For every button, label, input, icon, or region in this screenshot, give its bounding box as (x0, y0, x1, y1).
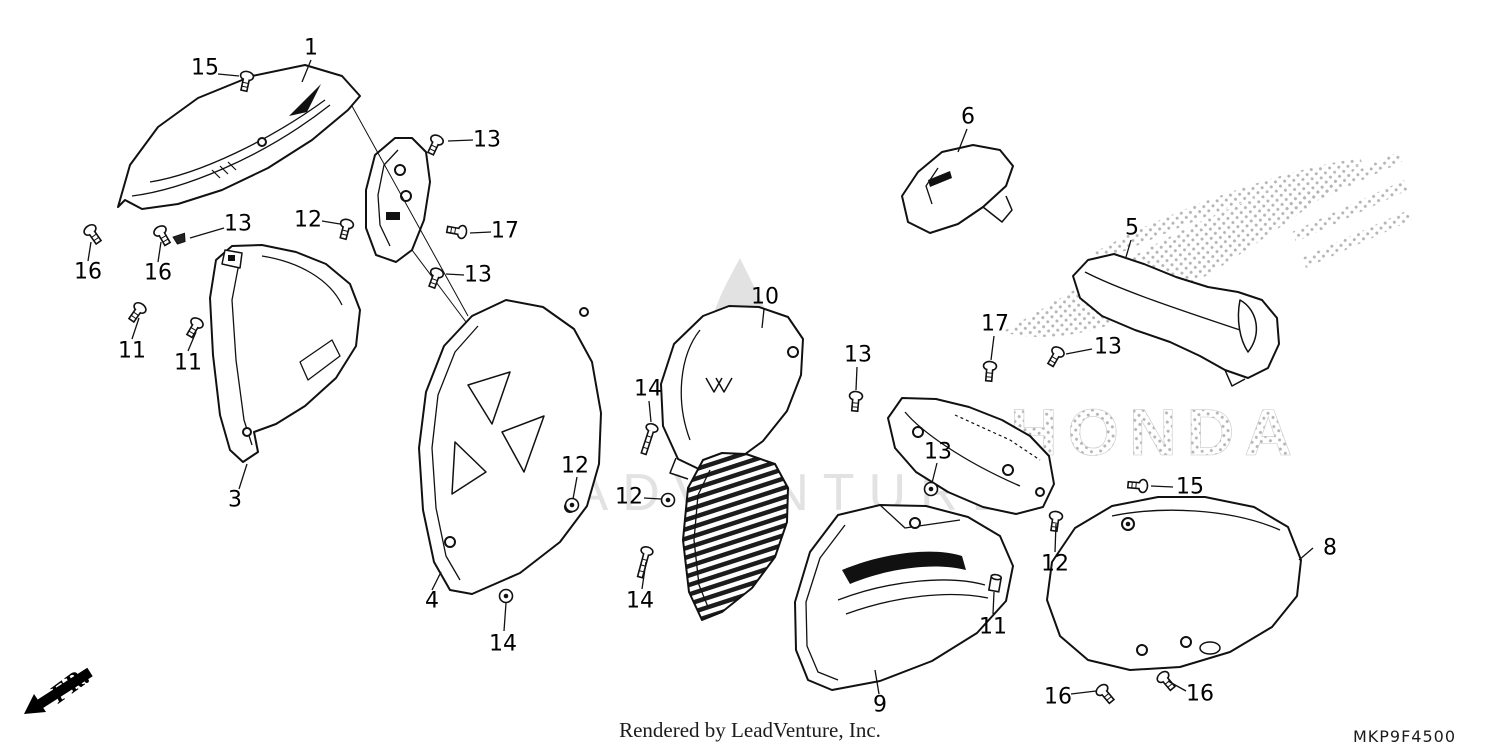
leader-lines (87, 59, 1314, 695)
part-callout-14[interactable]: 14 (634, 376, 662, 402)
part-callout-15[interactable]: 15 (191, 55, 219, 81)
part-callout-13[interactable]: 13 (473, 127, 501, 153)
part-callout-16[interactable]: 16 (144, 260, 172, 286)
render-credit: Rendered by LeadVenture, Inc. (619, 718, 881, 742)
part-callout-12[interactable]: 12 (561, 453, 589, 479)
right-stay-bracket (887, 397, 1055, 515)
part-callout-17[interactable]: 17 (491, 218, 519, 244)
part-5-panel (1072, 253, 1280, 387)
part-callout-6[interactable]: 6 (961, 104, 975, 130)
part-callout-9[interactable]: 9 (873, 692, 887, 718)
meter-stay-bracket (351, 105, 469, 323)
part-callout-13[interactable]: 13 (224, 211, 252, 237)
part-callout-16[interactable]: 16 (1186, 681, 1214, 707)
part-callout-13[interactable]: 13 (464, 262, 492, 288)
honda-text-watermark: HONDA (1010, 395, 1302, 469)
part-callout-8[interactable]: 8 (1323, 535, 1337, 561)
part-callout-10[interactable]: 10 (751, 284, 779, 310)
diagram-code: MKP9F4500 (1352, 727, 1456, 746)
part-callout-12[interactable]: 12 (294, 207, 322, 233)
part-callout-13[interactable]: 13 (924, 439, 952, 465)
part-callout-12[interactable]: 12 (615, 484, 643, 510)
part-1-upper-garnish (117, 64, 361, 210)
part-callout-16[interactable]: 16 (1044, 684, 1072, 710)
part-callout-14[interactable]: 14 (489, 631, 517, 657)
part-callout-11[interactable]: 11 (979, 614, 1007, 640)
part-callout-1[interactable]: 1 (304, 35, 318, 61)
part-6-duct (901, 144, 1014, 234)
part-callout-3[interactable]: 3 (228, 487, 242, 513)
part-10-cowl (660, 305, 804, 480)
part-callout-13[interactable]: 13 (844, 342, 872, 368)
part-callout-15[interactable]: 15 (1176, 474, 1204, 500)
part-callout-17[interactable]: 17 (981, 311, 1009, 337)
part-callout-11[interactable]: 11 (118, 338, 146, 364)
part-8-side-cover (1046, 496, 1302, 671)
part-callout-5[interactable]: 5 (1125, 215, 1139, 241)
part-9-lower-shroud (794, 504, 1014, 691)
part-callout-14[interactable]: 14 (626, 588, 654, 614)
part-callout-4[interactable]: 4 (425, 588, 439, 614)
part-3-front-cowl (209, 244, 361, 463)
part-4-middle-cowl (418, 299, 602, 595)
part-callout-12[interactable]: 12 (1041, 551, 1069, 577)
part-callout-13[interactable]: 13 (1094, 334, 1122, 360)
part-9-louver (682, 452, 789, 621)
part-callout-11[interactable]: 11 (174, 350, 202, 376)
part-callout-16[interactable]: 16 (74, 259, 102, 285)
line-art (117, 64, 1302, 691)
